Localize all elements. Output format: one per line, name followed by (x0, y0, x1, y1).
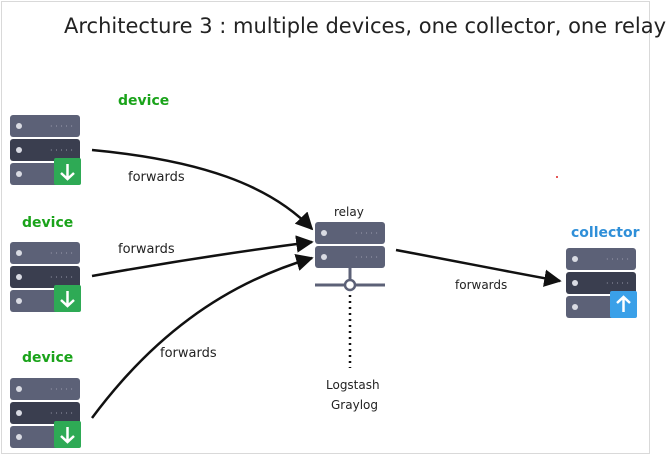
edge-device3-relay (90, 254, 314, 419)
collector-label: collector (571, 225, 640, 241)
edge-label-device2: forwards (118, 242, 175, 257)
server-unit (315, 246, 385, 268)
diagram-frame (1, 1, 650, 454)
edge-label-device3: forwards (160, 346, 217, 361)
svg-text:· · · · ·: · · · · · (50, 409, 73, 418)
device-3-label: device (22, 350, 74, 366)
down-arrow-icon (54, 158, 81, 185)
svg-text:· · · · ·: · · · · · (355, 229, 378, 238)
device-2-server-stack: · · · · · · · · · · (10, 242, 81, 312)
server-unit (10, 378, 80, 400)
down-arrow-icon (54, 421, 81, 448)
relay-label: relay (334, 205, 364, 219)
svg-text:· · · · ·: · · · · · (50, 385, 73, 394)
software-logstash: Logstash (326, 378, 380, 392)
server-unit (566, 248, 636, 270)
device-3-server-stack: · · · · · · · · · · (10, 378, 81, 448)
relay-server-stack: · · · · · · · · · · (315, 222, 385, 292)
red-dot (556, 176, 558, 178)
server-unit (566, 272, 636, 294)
server-unit (10, 266, 80, 288)
collector-server-stack: · · · · · · · · · · (566, 248, 637, 318)
device-2-label: device (22, 215, 74, 231)
svg-text:· · · · ·: · · · · · (50, 122, 73, 131)
edge-label-collector: forwards (455, 278, 508, 292)
server-unit (10, 402, 80, 424)
software-graylog: Graylog (331, 398, 378, 412)
edge-relay-collector (395, 248, 562, 287)
svg-text:· · · · ·: · · · · · (50, 249, 73, 258)
svg-text:· · · · ·: · · · · · (50, 146, 73, 155)
edge-device1-relay (91, 148, 314, 231)
server-unit (10, 242, 80, 264)
svg-text:· · · · ·: · · · · · (355, 253, 378, 262)
device-1-label: device (118, 93, 170, 109)
network-connector-icon (315, 268, 385, 292)
edge-label-device1: forwards (128, 170, 185, 185)
device-1-server-stack: · · · · · · · · · · (10, 115, 81, 185)
down-arrow-icon (54, 285, 81, 312)
up-arrow-icon (610, 291, 637, 318)
diagram-title: Architecture 3 : multiple devices, one c… (64, 14, 666, 38)
server-unit (315, 222, 385, 244)
server-unit (10, 139, 80, 161)
svg-text:· · · · ·: · · · · · (50, 273, 73, 282)
edge-device2-relay (91, 235, 314, 278)
server-unit (10, 115, 80, 137)
svg-text:· · · · ·: · · · · · (606, 255, 629, 264)
svg-text:· · · · ·: · · · · · (606, 279, 629, 288)
